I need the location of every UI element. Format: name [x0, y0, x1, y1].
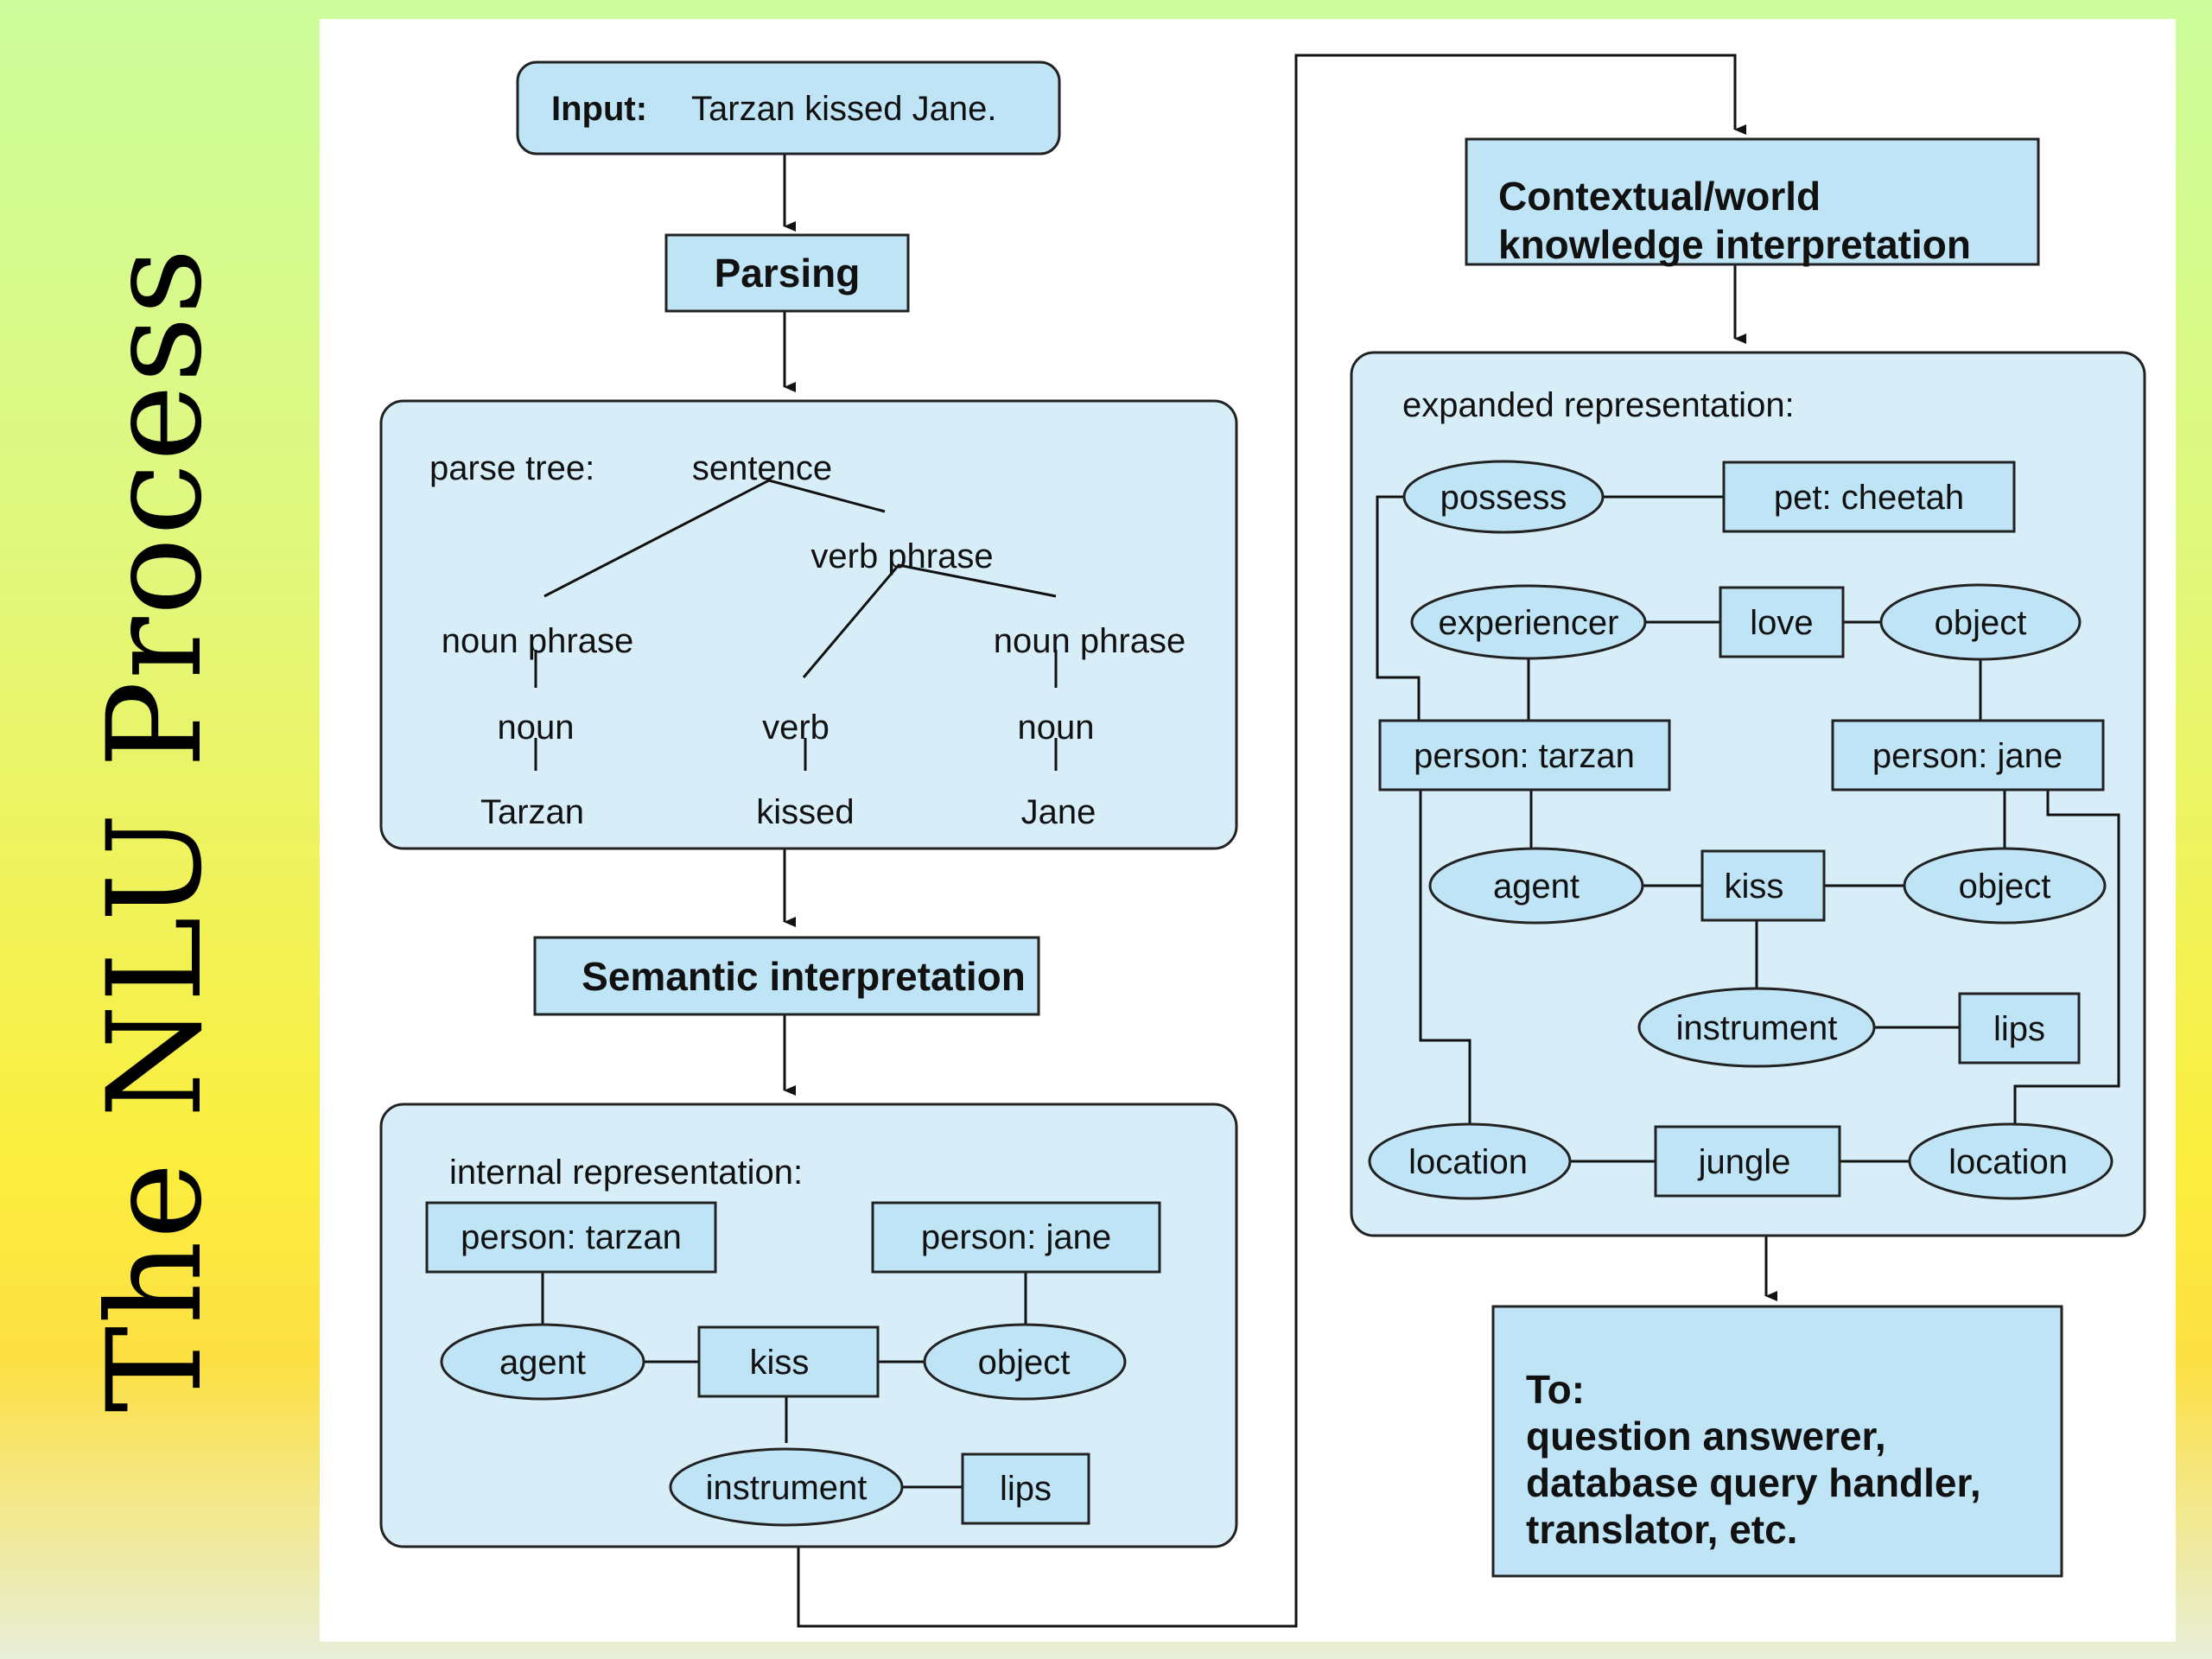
input-text: Tarzan kissed Jane.	[691, 90, 997, 128]
expanded-object-top: object	[1935, 604, 2027, 642]
word-kissed: kissed	[756, 793, 854, 831]
parse-tree-edges	[534, 479, 1058, 771]
internal-caption: internal representation:	[449, 1154, 803, 1192]
input-node: Input: Tarzan kissed Jane.	[516, 60, 1061, 156]
expanded-experiencer: experiencer	[1438, 604, 1618, 642]
expanded-pet-cheetah: pet: cheetah	[1774, 479, 1964, 517]
expanded-location-left: location	[1408, 1143, 1528, 1181]
arrow-internal-to-contextual	[797, 54, 1746, 1628]
contextual-line1: Contextual/world	[1498, 174, 1821, 219]
internal-instrument: instrument	[706, 1469, 868, 1507]
node-sentence: sentence	[692, 449, 832, 487]
node-verb: verb	[762, 709, 830, 747]
output-node: To: question answerer, database query ha…	[1491, 1305, 2063, 1578]
expanded-jungle: jungle	[1698, 1143, 1791, 1181]
internal-lips: lips	[1000, 1470, 1052, 1508]
contextual-node: Contextual/world knowledge interpretatio…	[1465, 137, 2040, 267]
internal-panel: internal representation: person: tarzan …	[379, 1103, 1238, 1548]
nlu-diagram: Input: Tarzan kissed Jane. Parsing parse…	[320, 19, 2176, 1642]
slide-title: The NLU Process	[80, 246, 231, 1413]
parse-tree-caption: parse tree:	[429, 449, 594, 487]
expanded-panel: expanded representation: possess pet: ch…	[1350, 351, 2146, 1237]
internal-kiss: kiss	[750, 1344, 810, 1382]
expanded-agent: agent	[1493, 868, 1580, 906]
expanded-lips: lips	[1993, 1010, 2045, 1048]
expanded-object-mid: object	[1959, 868, 2051, 906]
output-line4: translator, etc.	[1526, 1507, 1797, 1552]
expanded-person-tarzan: person: tarzan	[1414, 737, 1635, 775]
expanded-instrument: instrument	[1676, 1009, 1838, 1047]
parsing-node: Parsing	[664, 233, 910, 313]
expanded-location-right: location	[1948, 1143, 2068, 1181]
internal-person-tarzan: person: tarzan	[461, 1218, 682, 1256]
internal-agent: agent	[499, 1344, 586, 1382]
expanded-caption: expanded representation:	[1402, 386, 1795, 424]
node-noun-right: noun	[1018, 709, 1095, 747]
word-jane: Jane	[1021, 793, 1096, 831]
node-noun-phrase-left: noun phrase	[442, 622, 633, 660]
word-tarzan: Tarzan	[480, 793, 584, 831]
expanded-love: love	[1750, 604, 1813, 642]
node-verb-phrase: verb phrase	[810, 537, 993, 575]
node-noun-phrase-right: noun phrase	[994, 622, 1185, 660]
semantic-node: Semantic interpretation	[533, 936, 1040, 1016]
semantic-label: Semantic interpretation	[582, 954, 1026, 999]
expanded-person-jane: person: jane	[1872, 737, 2063, 775]
output-line3: database query handler,	[1526, 1460, 1981, 1505]
node-noun-left: noun	[498, 709, 575, 747]
contextual-line2: knowledge interpretation	[1498, 222, 1971, 267]
parse-tree-panel: parse tree: sentence verb phrase noun ph…	[379, 399, 1238, 850]
output-line1: To:	[1526, 1367, 1585, 1412]
input-label: Input:	[551, 90, 647, 128]
parsing-label: Parsing	[715, 251, 861, 296]
expanded-possess: possess	[1440, 479, 1567, 517]
expanded-edges	[1376, 495, 2120, 1163]
expanded-kiss: kiss	[1725, 868, 1784, 906]
internal-object: object	[978, 1344, 1071, 1382]
output-line2: question answerer,	[1526, 1414, 1886, 1459]
internal-person-jane: person: jane	[921, 1218, 1111, 1256]
diagram-canvas: Input: Tarzan kissed Jane. Parsing parse…	[379, 54, 2146, 1628]
